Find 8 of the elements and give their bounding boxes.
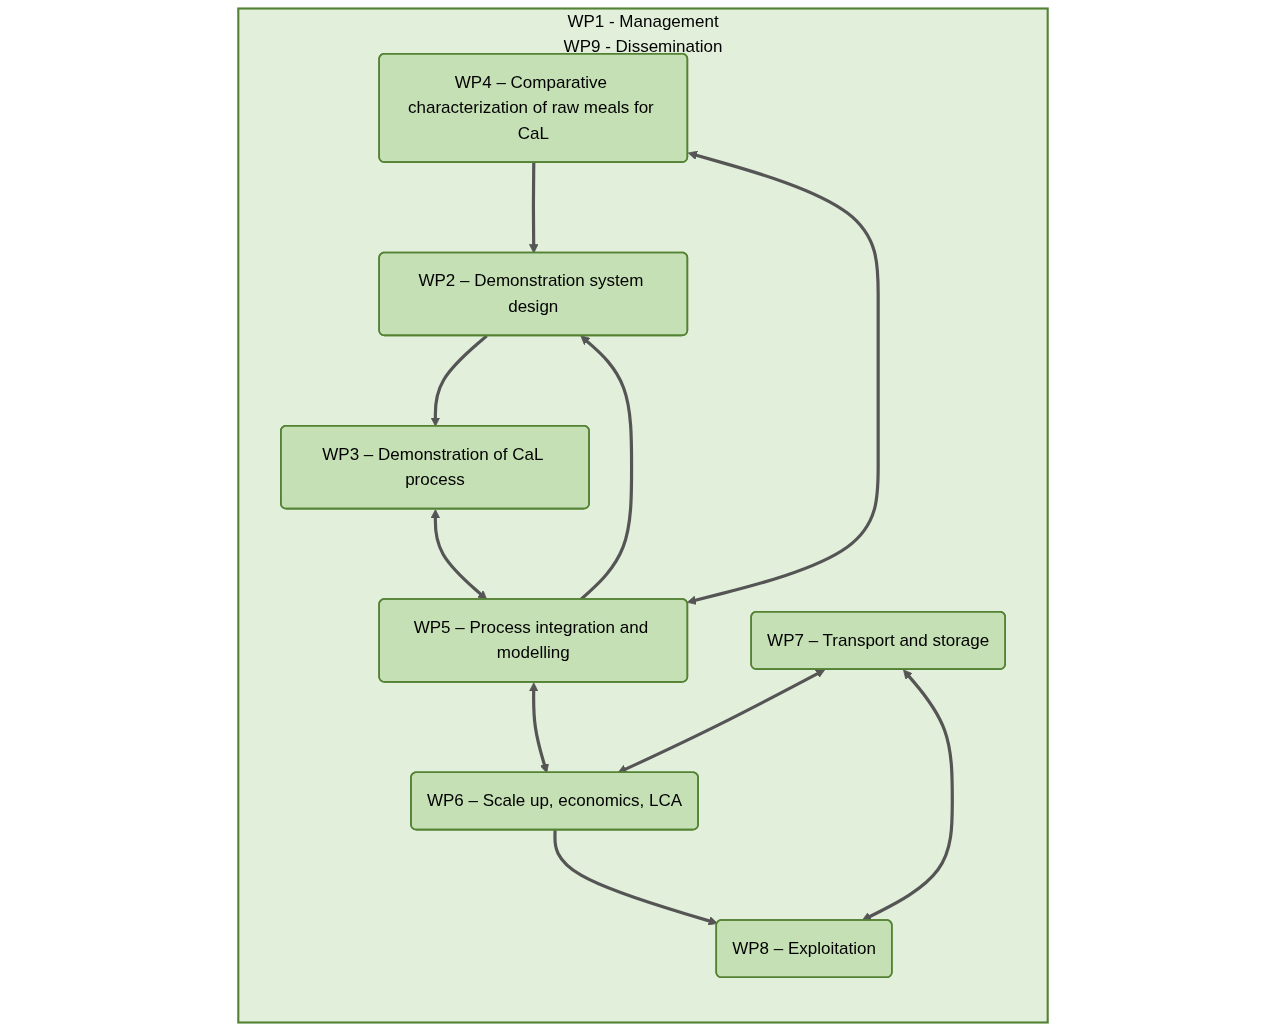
arrow xyxy=(553,830,718,926)
arrow xyxy=(861,669,954,921)
arrow xyxy=(430,334,488,427)
arrow xyxy=(686,150,880,605)
arrow xyxy=(529,682,549,774)
arrow xyxy=(430,509,488,600)
arrow xyxy=(529,162,539,254)
arrow xyxy=(617,669,826,774)
